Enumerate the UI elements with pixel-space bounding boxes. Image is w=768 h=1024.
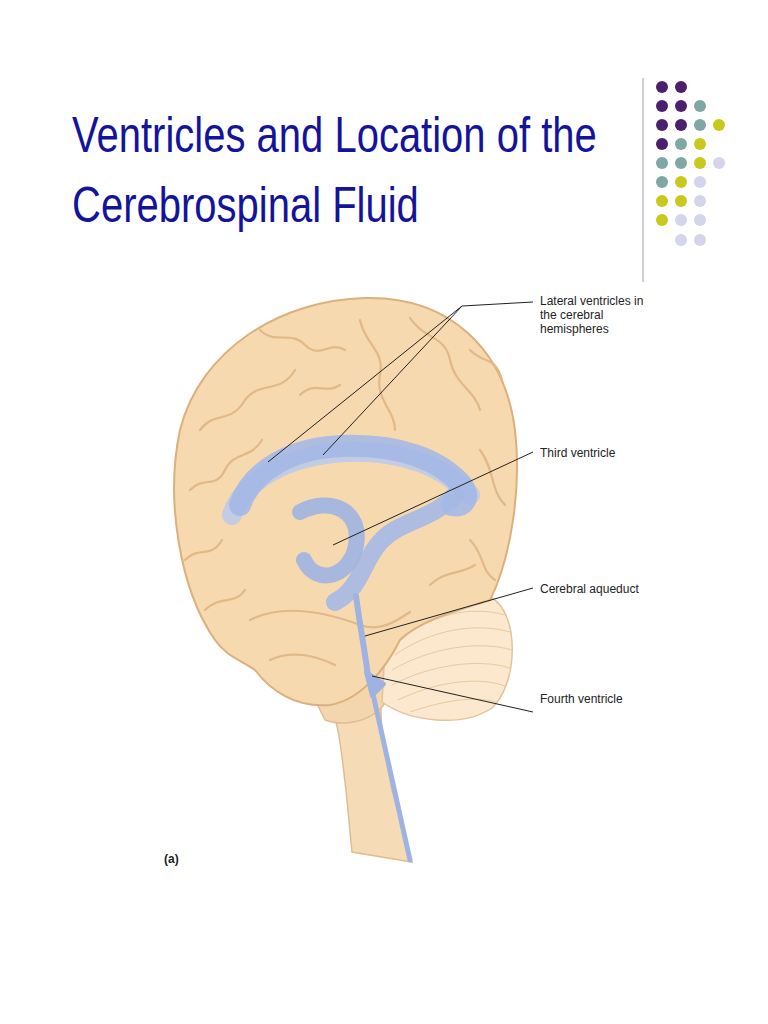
slide-title: Ventricles and Location of the Cerebrosp… <box>72 100 616 240</box>
dot <box>656 100 668 112</box>
cerebrum <box>174 298 517 705</box>
dot-grid <box>656 81 725 246</box>
dot <box>694 138 706 150</box>
dot <box>694 157 706 169</box>
sulcus <box>270 655 335 665</box>
leader-line <box>268 302 533 462</box>
dot <box>656 81 668 93</box>
leader-line <box>323 306 462 455</box>
dot <box>675 138 687 150</box>
sulcus <box>205 590 245 610</box>
structure-label: Lateral ventricles in the cerebral hemis… <box>540 294 652 336</box>
gyri <box>185 318 505 665</box>
dot <box>694 214 706 226</box>
ventricles <box>232 446 470 860</box>
dot <box>675 100 687 112</box>
folium <box>398 681 505 700</box>
sulcus <box>185 540 222 560</box>
dot <box>675 119 687 131</box>
dot <box>675 81 687 93</box>
structure-label: Fourth ventricle <box>540 692 623 706</box>
dot <box>675 157 687 169</box>
fourth-ventricle <box>366 672 384 696</box>
third-ventricle <box>300 505 357 575</box>
leader-line <box>333 452 533 545</box>
divider-line <box>643 78 644 282</box>
central-canal <box>373 694 410 860</box>
dot <box>656 195 668 207</box>
sulcus <box>410 318 480 410</box>
panel-letter: (a) <box>164 852 179 866</box>
dot <box>656 138 668 150</box>
sulcus <box>470 540 495 580</box>
dot <box>656 119 668 131</box>
sulcus <box>360 320 395 430</box>
dot <box>675 195 687 207</box>
dot <box>656 157 668 169</box>
dot <box>694 234 706 246</box>
leader-line <box>365 588 533 636</box>
lateral-ventricle <box>240 446 466 506</box>
dot <box>694 176 706 188</box>
dot <box>694 100 706 112</box>
structure-label: Cerebral aqueduct <box>540 582 639 596</box>
dot <box>675 176 687 188</box>
sulcus <box>260 330 345 351</box>
dot <box>675 234 687 246</box>
sulcus <box>300 385 340 395</box>
structure-label: Third ventricle <box>540 446 615 460</box>
sulcus <box>480 450 505 505</box>
sulcus <box>200 370 295 430</box>
lateral-sulcus <box>250 611 410 627</box>
folium <box>392 663 510 685</box>
folium <box>392 646 512 670</box>
title-block: Ventricles and Location of the Cerebrosp… <box>72 100 768 240</box>
dot <box>694 119 706 131</box>
dot <box>675 214 687 226</box>
sulcus <box>470 350 502 380</box>
brain <box>174 298 517 862</box>
leader-line <box>372 676 533 712</box>
dot <box>713 119 725 131</box>
dot <box>656 176 668 188</box>
leader-lines <box>268 302 533 712</box>
sulcus <box>430 565 475 585</box>
dot <box>656 214 668 226</box>
dot <box>694 195 706 207</box>
dot <box>713 157 725 169</box>
folium <box>395 628 510 655</box>
